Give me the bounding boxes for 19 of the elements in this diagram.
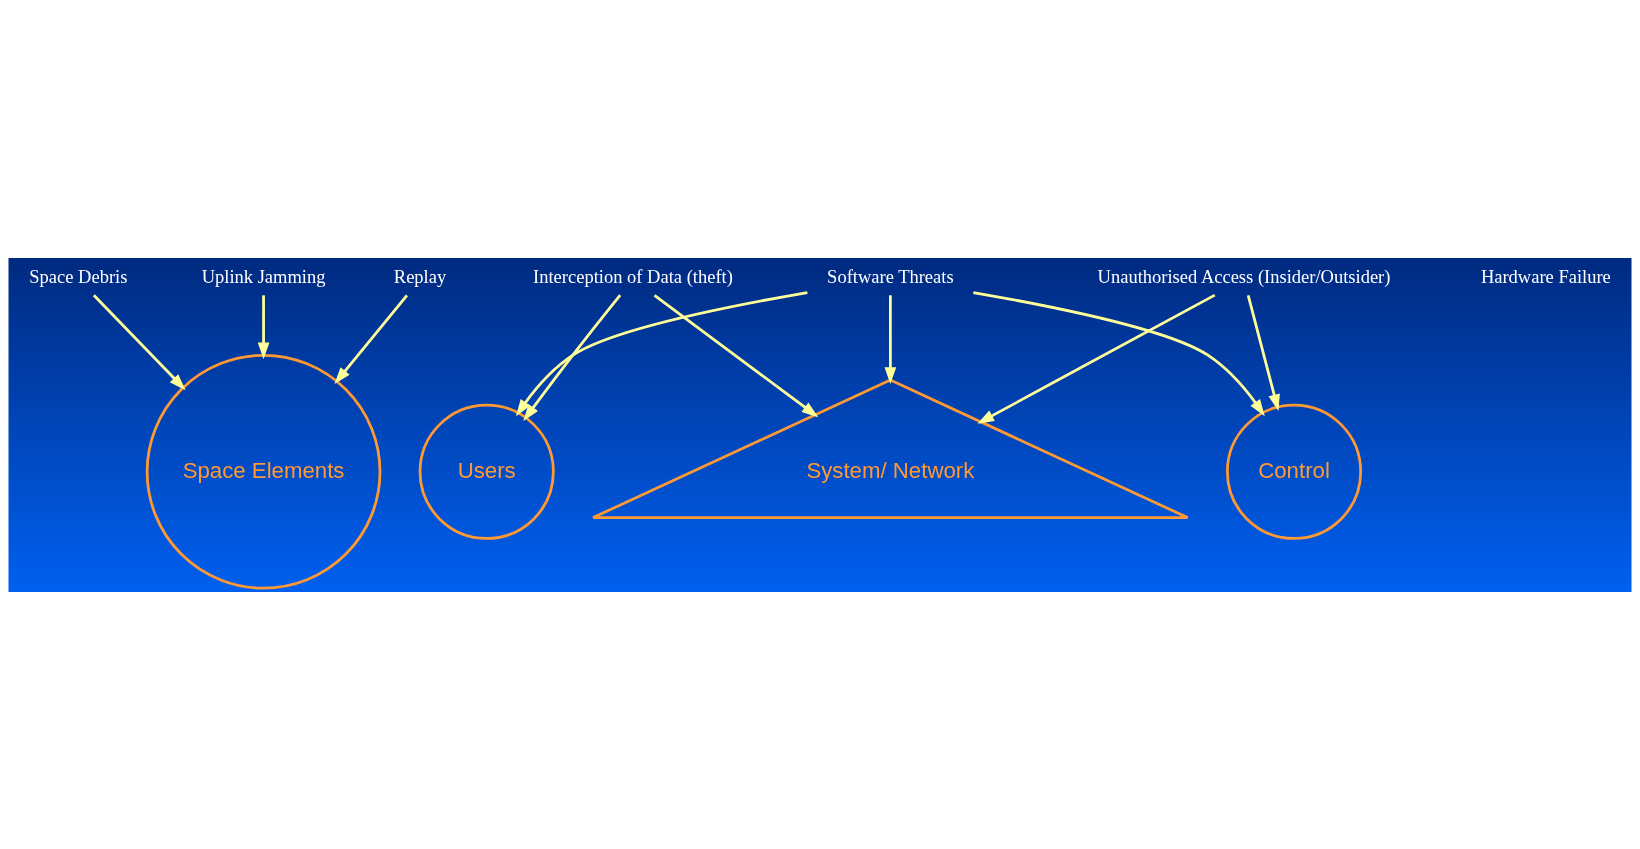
arrow xyxy=(515,290,808,416)
node-text: Space Debris xyxy=(29,266,128,287)
node-text: Interception of Data (theft) xyxy=(533,266,733,287)
node-text: Software Threats xyxy=(827,266,954,287)
node-circle: Space Elements xyxy=(145,353,382,590)
label: Hardware Failure xyxy=(1480,266,1611,287)
arrow xyxy=(653,293,819,417)
arrow xyxy=(977,293,1216,424)
arrow xyxy=(334,293,409,384)
arrow xyxy=(884,294,897,384)
arrow xyxy=(973,290,1265,416)
arrow xyxy=(257,294,270,359)
node-text: Replay xyxy=(393,266,447,287)
node-text: Uplink Jamming xyxy=(201,266,326,287)
arrow xyxy=(523,293,622,421)
arrow xyxy=(1246,294,1280,411)
arrow xyxy=(92,293,186,390)
node-circle: Control xyxy=(1225,403,1363,540)
node-text: Unauthorised Access (Insider/Outsider) xyxy=(1097,266,1391,287)
